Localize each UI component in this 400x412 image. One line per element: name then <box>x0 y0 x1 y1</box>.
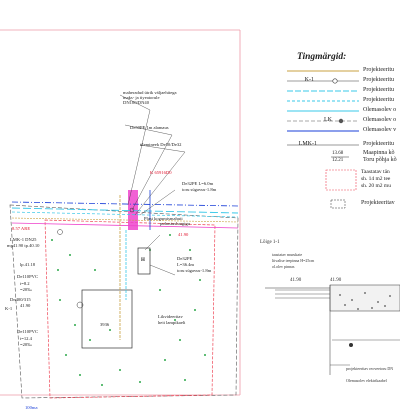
legend-elev-bottom: 12.21 <box>332 158 344 163</box>
legend-row-5: Olemasolev o <box>287 107 400 117</box>
section-label-1: taastatav murukate <box>272 252 303 257</box>
legend-text-4: Projekteeritu <box>363 97 394 103</box>
label-building-number: 3936 <box>100 322 110 327</box>
legend-elev-text-2: Toru põhja kõ <box>363 157 397 163</box>
legend-row-6: LK Olemasolev o <box>287 117 400 127</box>
label-k-point: K 65916D0 <box>150 170 172 175</box>
legend-code-8: LMK-1 <box>298 141 317 147</box>
section-elev-left: 41.90 <box>290 278 302 283</box>
legend-row-7: Olemasolev v <box>287 127 400 137</box>
legend-text-8: Projekteeritu <box>363 141 394 147</box>
label-k1: K-1 <box>5 306 13 311</box>
legend-title: Tingmärgid: <box>297 52 347 62</box>
road-strip <box>128 190 138 230</box>
legend-code-2: K-1 <box>304 77 314 83</box>
label-dn400: Dn400/315 <box>10 297 31 302</box>
label-k1-elev: 41.90 <box>20 303 31 308</box>
label-de110pvc-1: De110PVC <box>17 274 39 279</box>
label-lmk: LMK-1 DN25 <box>10 237 37 242</box>
legend-restore-3: sh. 20 m2 mu <box>361 183 391 189</box>
section-elev-right: 41.90 <box>330 278 342 283</box>
label-lp: lp.41.18 <box>20 262 36 267</box>
legend-text-7: Olemasolev v <box>363 127 397 133</box>
legend-row-2: K-1 Projekteeritu <box>287 77 400 87</box>
leader-lines <box>119 94 186 276</box>
section-gravel <box>329 284 400 312</box>
legend-row-8: LMK-1 Projekteeritu <box>287 141 400 151</box>
section-label-2: liivalise teepinna H=25cm <box>272 258 315 263</box>
label-pipe-note-1: maheradud ütrik väljaehitega <box>123 90 177 95</box>
legend-row-4: Projekteeritu <box>287 97 400 107</box>
label-tank: Plast kogumismahuti <box>144 216 183 221</box>
legend-text-2: Projekteeritu <box>363 77 394 83</box>
legend-elev-text-1: Maapinna kõ <box>363 150 395 156</box>
label-de110pvc-2: De110PVC <box>17 329 39 334</box>
yellow-line <box>11 217 239 223</box>
legend-row-1: Projekteeritu <box>287 67 400 77</box>
section-label-5: Olemasolev elektrikaabel <box>346 378 387 383</box>
manholes <box>57 207 135 309</box>
section-drawing <box>265 284 400 375</box>
pink-line <box>11 222 239 229</box>
legend-elev-top: 13.68 <box>332 151 344 156</box>
label-permille-2: =20‰ <box>20 342 32 347</box>
legend-lines <box>287 70 359 209</box>
legend-restore-2: sh. 14 m2 tee <box>361 176 391 182</box>
building <box>81 289 133 349</box>
label-lmk-elev: mp41.90 tp.40.10 <box>7 243 40 248</box>
section-label-3: ol.olev pinnas <box>272 264 295 269</box>
label-depth-b: toru sügavus-1.8m <box>177 268 212 273</box>
restore-area-swatch <box>325 169 357 191</box>
section-label-4: projekteeritav reoveetoru DN <box>346 366 394 371</box>
section-title: Lõige 1-1 <box>260 240 280 245</box>
label-permille-1: =20‰ <box>20 287 32 292</box>
label-de32pe-length: De32PE L=6.0m <box>182 181 214 186</box>
blue-line <box>11 201 239 207</box>
label-de32pe-depth: toru sügavus-1.8m <box>182 187 217 192</box>
label-slope-2: i=12.4 <box>20 336 32 341</box>
legend-text-6: Olemasolev o <box>363 117 397 123</box>
label-slope-1: i=8.2 <box>20 281 30 286</box>
label-tank-h: H <box>141 258 145 263</box>
legend-restore-1: Taastatav tän <box>361 169 390 175</box>
legend-last: Projekteeritav <box>361 200 395 206</box>
cyan-line-1 <box>11 207 239 214</box>
legend-row-3: Projekteeritu <box>287 87 400 97</box>
label-pipe-note-2: maks- ja tiyeatorule <box>123 95 160 100</box>
label-liquidated: Likvideeritav <box>158 314 183 319</box>
label-length-b: L=36.4m <box>177 262 195 267</box>
parcel-boundary <box>9 204 239 399</box>
legend-code-6: LK <box>324 117 332 123</box>
label-de50pe: De50PE 1m alamaus <box>130 125 169 130</box>
label-tank-2: puhastusluugiga <box>160 221 190 226</box>
legend-text-1: Projekteeritu <box>363 67 394 73</box>
cyan-line-2 <box>11 211 239 218</box>
legend-text-5: Olemasolev o <box>363 107 397 113</box>
label-cable: heit lampikaeli <box>158 320 186 325</box>
tank <box>137 247 151 275</box>
label-pipe-note-3: DN100/DN40 <box>123 100 150 105</box>
label-de32pe-b: De32PE <box>177 256 193 261</box>
label-bottom: 100ma <box>25 405 38 410</box>
label-area: 8.57 ARE <box>12 226 31 231</box>
legend-text-3: Projekteeritu <box>363 87 394 93</box>
green-marks <box>51 234 206 386</box>
plot-outline <box>44 219 216 399</box>
label-elev-right: 41.90 <box>178 232 189 237</box>
label-transition: ülemineek De50/De32 <box>140 142 182 147</box>
